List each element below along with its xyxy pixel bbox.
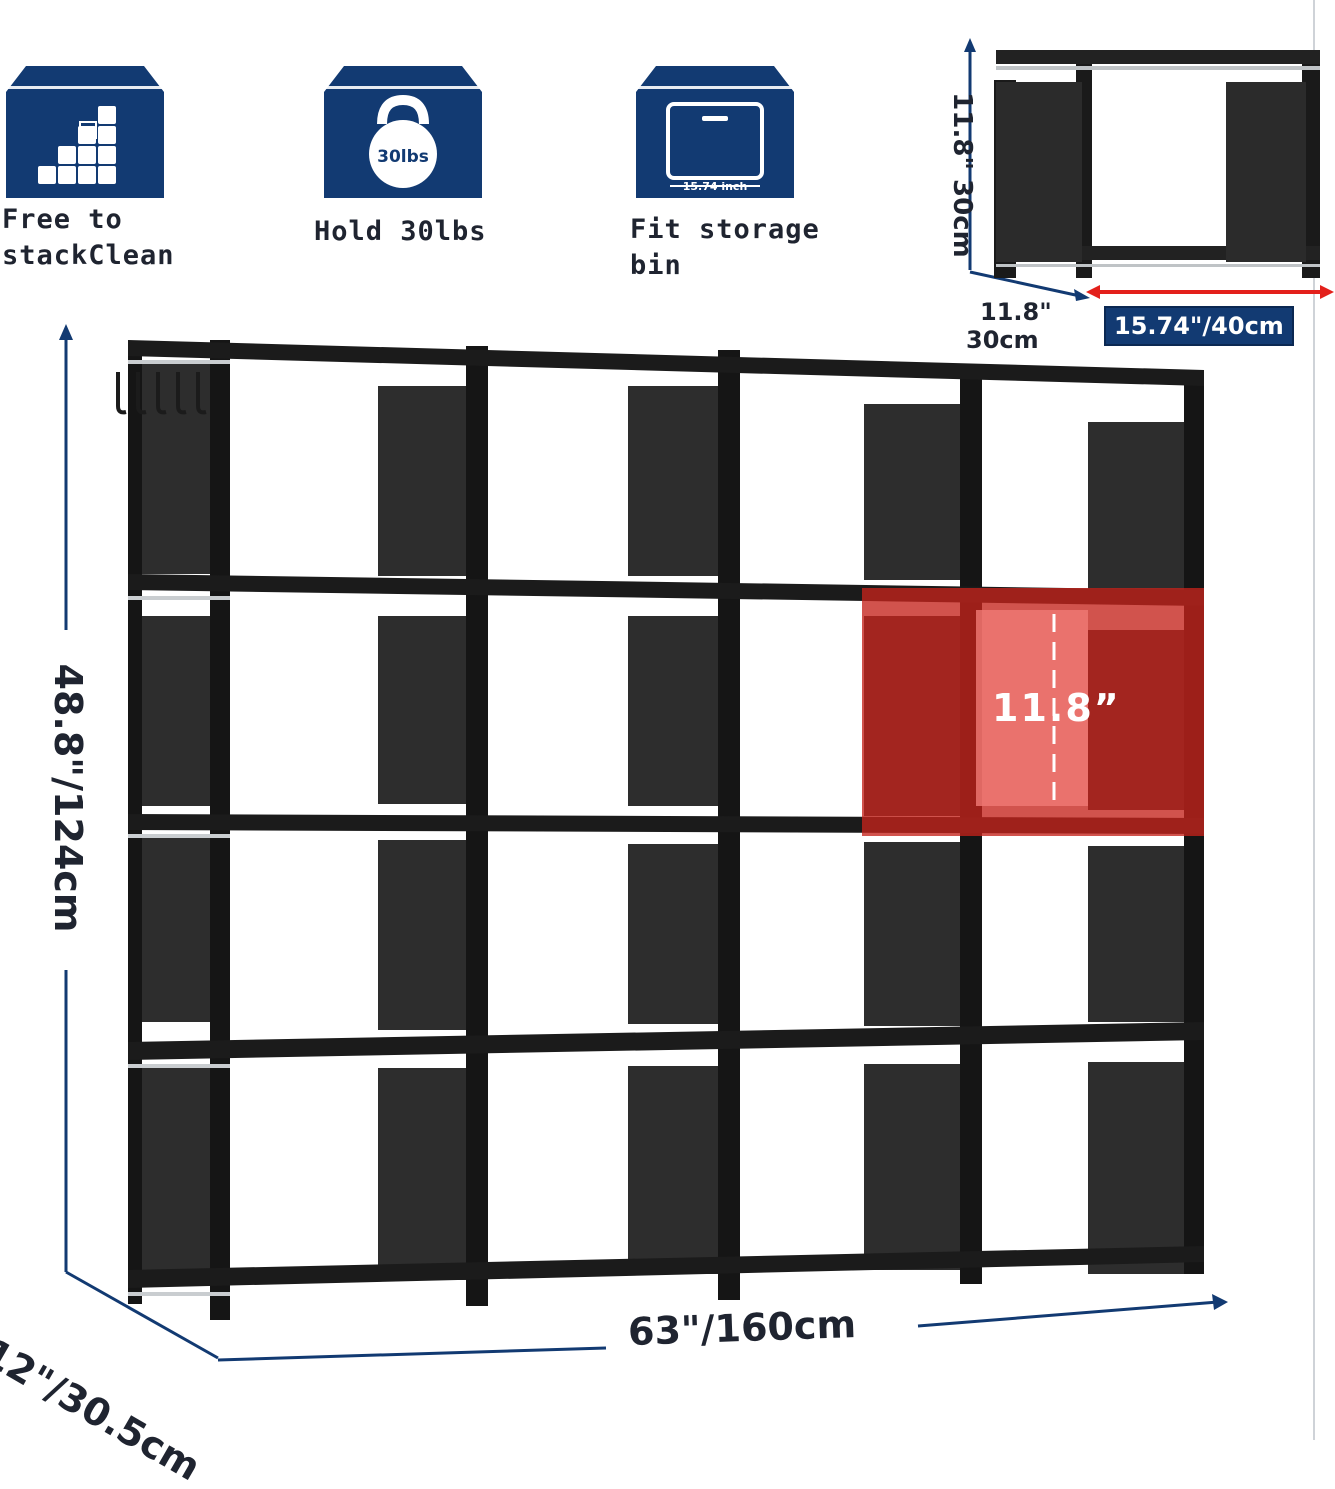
single-cube-diagram: [964, 38, 1334, 301]
rail-connectors: [128, 360, 230, 1296]
highlighted-cube: [862, 588, 1204, 836]
kettlebell-weight-text: 30lbs: [377, 147, 429, 167]
stack-cubes-icon: [6, 66, 164, 198]
cube-shelf-illustration: [59, 324, 1228, 1362]
side-hooks: [116, 372, 207, 415]
page-edge-line: [1313, 0, 1315, 1440]
cube-width-badge: 15.74"/40cm: [1104, 306, 1294, 346]
storage-bin-icon: 15.74 inch: [636, 66, 794, 198]
cube-depth-label-top: 11.8": [980, 298, 1052, 326]
feature-label-hold: Hold 30lbs: [314, 216, 487, 247]
shelf-width-label: 63"/160cm: [627, 1302, 857, 1354]
cube-frame: [994, 50, 1320, 278]
feature-label-stack: Free to stackClean: [2, 204, 175, 271]
cube-height-highlight-label: 11.8”: [992, 686, 1121, 730]
cube-depth-label-bottom: 30cm: [966, 326, 1039, 354]
cube-height-label: 11.8" 30cm: [947, 92, 977, 258]
bin-width-text: 15.74 inch: [683, 180, 748, 193]
feature-label-fit: Fit storage bin: [630, 214, 820, 281]
shelf-height-label: 48.8"/124cm: [46, 663, 90, 933]
kettlebell-icon: 30lbs: [324, 66, 482, 198]
